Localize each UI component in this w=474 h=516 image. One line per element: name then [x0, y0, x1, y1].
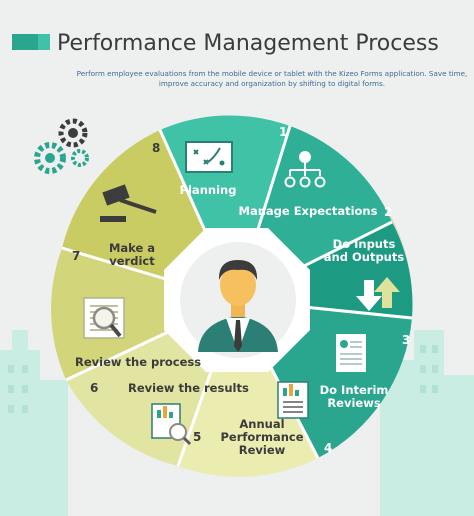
step-label-planning: Planning	[180, 183, 237, 197]
step-label-interim-1: Do Interim	[320, 383, 389, 397]
step-label-interim-2: Reviews	[327, 396, 381, 410]
step-label-manage-expectations: Manage Expectations	[239, 204, 378, 218]
step-label-inputs-outputs-2: and Outputs	[324, 250, 405, 264]
page-subtitle-line2: improve accuracy and organization by shi…	[159, 79, 385, 88]
page-title: Performance Management Process	[57, 31, 439, 56]
step-number-3: 3	[402, 333, 410, 347]
step-label-verdict-2: verdict	[109, 254, 155, 268]
step-number-5: 5	[193, 430, 201, 444]
segment-review-process[interactable]	[51, 248, 237, 380]
skyline-windows	[8, 345, 438, 413]
strategy-board-icon	[185, 141, 233, 173]
step-label-annual-2: Performance	[220, 430, 303, 444]
step-label-annual-1: Annual	[239, 417, 284, 431]
gavel-icon	[100, 184, 157, 222]
step-number-1: 1	[279, 125, 287, 139]
step-label-review-results: Review the results	[128, 381, 249, 395]
step-number-4: 4	[324, 441, 332, 455]
report-icon	[277, 381, 309, 419]
gears-icon	[34, 118, 89, 174]
step-label-verdict-1: Make a	[109, 241, 155, 255]
org-chart-icon	[284, 151, 326, 188]
document-icon	[336, 334, 366, 372]
city-skyline	[0, 330, 474, 516]
businessman-avatar-icon	[180, 242, 296, 358]
step-number-7: 7	[72, 249, 80, 263]
document-magnifier-icon	[83, 297, 125, 339]
step-label-annual-3: Review	[239, 443, 286, 457]
step-label-review-process: Review the process	[75, 355, 201, 369]
step-label-inputs-outputs-1: Do Inputs	[333, 237, 396, 251]
step-number-6: 6	[90, 381, 98, 395]
segment-annual-review[interactable]	[178, 300, 318, 477]
process-wheel	[51, 115, 413, 477]
step-number-8: 8	[152, 141, 160, 155]
step-number-2: 2	[384, 205, 392, 219]
page-subtitle-line1: Perform employee evaluations from the mo…	[77, 69, 468, 78]
chart-magnifier-icon	[151, 403, 192, 446]
up-down-arrows-icon	[356, 277, 400, 311]
